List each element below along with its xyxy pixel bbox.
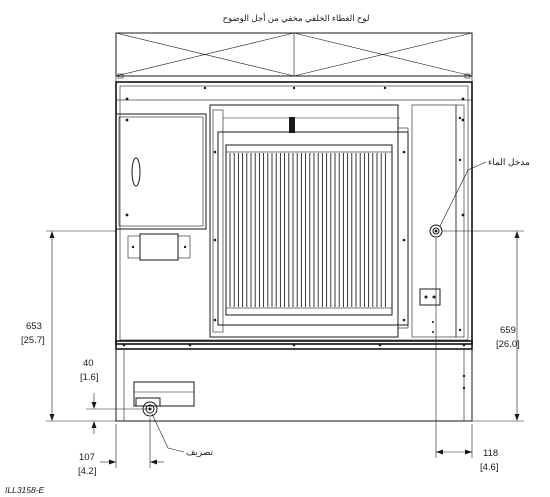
- dim-659-in: [26.0]: [496, 339, 520, 350]
- water-inlet-fitting: [429, 224, 443, 238]
- rear-cover-note: لوح الغطاء الخلفي مخفي من أجل الوضوح: [223, 11, 370, 24]
- water-inlet-label: مدخل الماء: [488, 157, 530, 167]
- dim-40-mm: 40: [83, 358, 94, 369]
- dim-653-mm: 653: [26, 321, 42, 332]
- dim-40-in: [1.6]: [80, 372, 99, 383]
- dimension-118: [435, 238, 473, 458]
- base-pan: [115, 340, 473, 422]
- condenser-coil: [225, 144, 393, 316]
- dim-659-mm: 659: [500, 325, 516, 336]
- dimension-653: [46, 230, 116, 422]
- dim-653-in: [25.7]: [21, 335, 45, 346]
- top-cover-panel: [115, 32, 473, 83]
- right-side-piping: [411, 104, 465, 338]
- figure-id: ILL3158-E: [5, 485, 45, 495]
- drain-assembly: [133, 381, 195, 417]
- water-inlet-leader: [439, 161, 487, 227]
- dim-118-mm: 118: [483, 448, 498, 459]
- dim-107-in: [4.2]: [78, 466, 97, 477]
- condenser-frame: [209, 104, 409, 338]
- dim-118-in: [4.6]: [480, 462, 499, 473]
- dimension-107: [100, 418, 164, 468]
- dim-107-mm: 107: [79, 452, 95, 463]
- control-box: [115, 113, 207, 261]
- dimension-40: [86, 393, 150, 434]
- drain-label: تصريف: [186, 447, 214, 458]
- drain-leader: [151, 413, 185, 453]
- dimension-659: [442, 230, 524, 422]
